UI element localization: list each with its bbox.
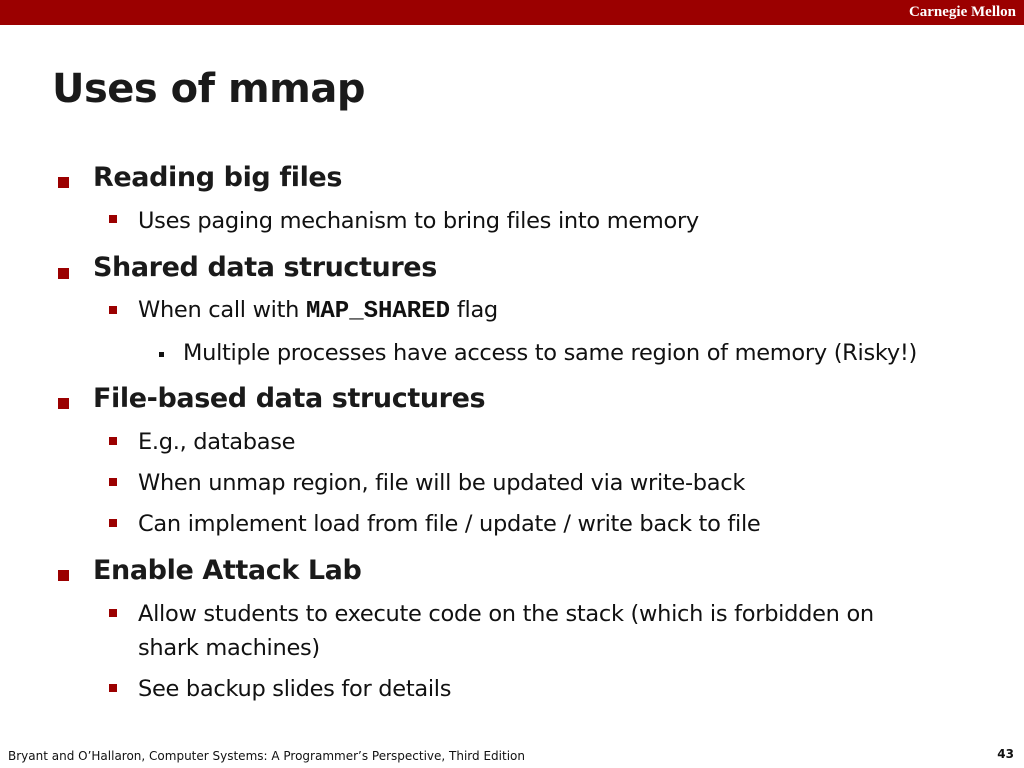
sub-bullet-text: Can implement load from file / update / … [138, 511, 761, 537]
bullet-square-icon [58, 268, 69, 279]
slide-title: Uses of mmap [52, 66, 365, 112]
sub-bullet-square-icon [109, 519, 117, 527]
sub-sub-bullet-text: Multiple processes have access to same r… [183, 340, 918, 366]
bullet-square-icon [58, 398, 69, 409]
footer-citation: Bryant and O’Hallaron, Computer Systems:… [8, 749, 525, 763]
sub-bullet-text: See backup slides for details [138, 676, 452, 702]
sub-bullet-square-icon [109, 306, 117, 314]
sub-bullet-text: Allow students to execute code on the st… [138, 601, 874, 627]
bullet-list: Reading big files Uses paging mechanism … [58, 162, 918, 702]
bullet-square-icon [58, 177, 69, 188]
bullet-heading: File-based data structures [93, 383, 486, 414]
sub-bullet-text: E.g., database [138, 429, 296, 455]
sub-bullet-text: Uses paging mechanism to bring files int… [138, 208, 699, 234]
bullet-heading: Reading big files [93, 162, 343, 193]
sub-bullet-text-continued: shark machines) [138, 635, 320, 661]
sub-sub-bullet-icon [159, 352, 164, 357]
sub-bullet-text: When call with MAP_SHARED flag [138, 297, 498, 325]
sub-bullet-square-icon [109, 215, 117, 223]
bullet-square-icon [58, 570, 69, 581]
sub-bullet-square-icon [109, 437, 117, 445]
sub-bullet-text-after: flag [456, 297, 498, 323]
sub-bullet-square-icon [109, 478, 117, 486]
bullet-heading: Enable Attack Lab [93, 555, 362, 586]
sub-bullet-text-before: When call with [138, 297, 300, 323]
bullet-heading: Shared data structures [93, 252, 437, 283]
brand-label: Carnegie Mellon [908, 4, 1016, 20]
code-keyword: MAP_SHARED [305, 298, 451, 325]
sub-bullet-square-icon [109, 684, 117, 692]
sub-bullet-text: When unmap region, file will be updated … [138, 470, 746, 496]
top-banner: Carnegie Mellon [0, 0, 1024, 25]
page-number: 43 [997, 747, 1014, 761]
sub-bullet-square-icon [109, 609, 117, 617]
